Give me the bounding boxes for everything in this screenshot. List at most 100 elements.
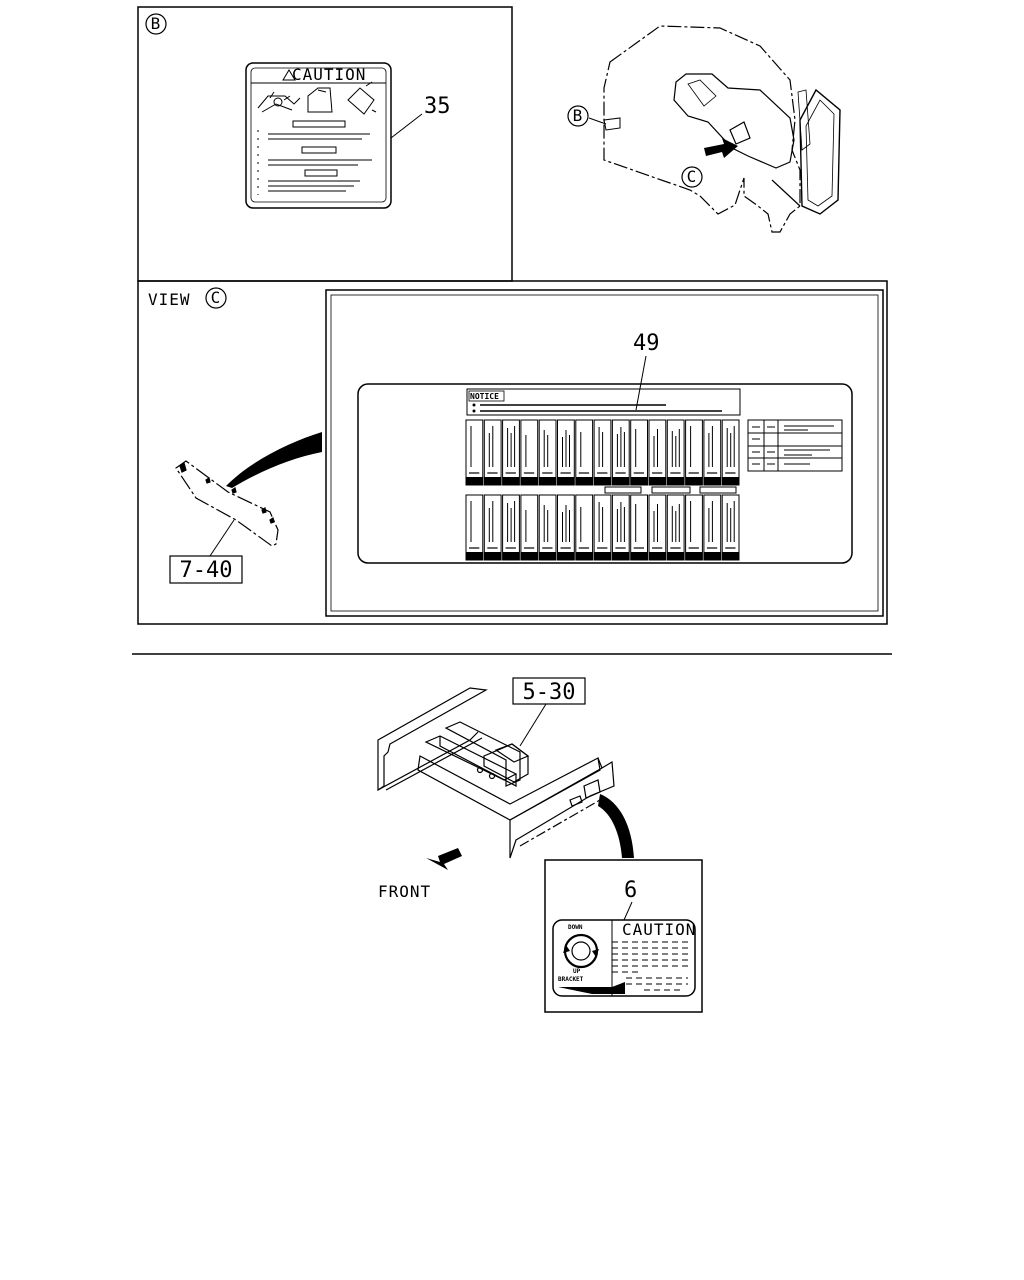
leader-35 <box>390 113 423 139</box>
fuse-number: 25 <box>636 554 642 560</box>
fuse-slot: 7 <box>575 419 594 486</box>
fuse-slot: 10 <box>630 419 649 486</box>
fuse-number: 12 <box>673 479 679 485</box>
fuse-number: 23 <box>599 554 605 560</box>
fuse-row-bottom: 16 17 18 19 20 21 22 23 24 25 26 27 28 29 30 <box>465 494 740 561</box>
caution-35-text-lines <box>257 120 372 195</box>
fuse-number: 2 <box>491 479 494 485</box>
fuse-slot: 24 <box>611 494 630 561</box>
fuse-slot: 15 <box>721 419 740 486</box>
cab-outline-pictogram-icon <box>307 87 333 113</box>
cab-marker-c: C <box>681 166 703 188</box>
chassis-frame-view <box>377 687 615 859</box>
fuse-number: 5 <box>546 479 549 485</box>
bracket-pictogram-icon <box>558 982 625 994</box>
fuse-slot: 26 <box>648 494 667 561</box>
fuse-slot: 28 <box>685 494 703 561</box>
fuse-number: 18 <box>508 554 514 560</box>
fuse-slot: 2 <box>483 419 502 486</box>
part-number-35: 35 <box>424 94 451 119</box>
fuse-number: 3 <box>509 479 512 485</box>
fuse-slot: 18 <box>502 494 520 561</box>
view-c-marker-letter: C <box>211 288 222 307</box>
cab-tilted-pictogram-icon <box>347 81 377 115</box>
fuse-number: 29 <box>709 554 715 560</box>
front-label: FRONT <box>378 882 431 901</box>
leader-49 <box>635 355 647 411</box>
cab-marker-c-letter: C <box>687 167 698 186</box>
fuse-number: 21 <box>563 554 569 560</box>
caution-label-35[interactable]: CAUTION <box>245 62 392 209</box>
ref-box-5-30[interactable]: 5-30 <box>512 677 586 705</box>
fuse-number: 20 <box>545 554 551 560</box>
fuse-number: 24 <box>618 554 624 560</box>
cab-view <box>603 25 841 233</box>
fuse-slot: 13 <box>685 419 703 486</box>
panel-b-marker: B <box>145 13 167 35</box>
fuse-slot: 30 <box>721 494 740 561</box>
rotate-direction-icon <box>563 933 599 969</box>
fuse-number: 14 <box>709 479 715 485</box>
fuse-number: 11 <box>654 479 660 485</box>
fuse-slot: 21 <box>557 494 575 561</box>
fuse-number: 30 <box>728 554 734 560</box>
fuse-number: 8 <box>601 479 604 485</box>
cab-marker-b: B <box>567 105 607 127</box>
fuse-number: 13 <box>691 479 697 485</box>
ref-box-7-40[interactable]: 7-40 <box>169 555 243 584</box>
fuse-slot: 25 <box>630 494 649 561</box>
fuse-number: 6 <box>564 479 567 485</box>
label-6-panel: 6 DOWN UP BRACKET CAUTION <box>544 859 703 1013</box>
fuse-number: 9 <box>619 479 622 485</box>
fuse-slot: 22 <box>575 494 594 561</box>
leader-5-30 <box>519 703 547 747</box>
curved-arrow-icon <box>226 432 322 488</box>
fuse-slot: 11 <box>648 419 667 486</box>
fuse-number: 28 <box>691 554 697 560</box>
label-6-up: UP <box>573 968 581 975</box>
cover-panel-7-40[interactable] <box>175 460 279 547</box>
curved-arrow-to-label-6-icon <box>598 794 634 858</box>
fuse-number: 1 <box>473 479 476 485</box>
fuse-slot: 29 <box>703 494 722 561</box>
warning-triangle-icon <box>282 69 296 81</box>
view-c-title: VIEW <box>148 290 191 309</box>
panel-b: B CAUTION <box>137 6 513 282</box>
fuse-slot: 3 <box>502 419 520 486</box>
fuse-number: 16 <box>471 554 477 560</box>
view-c-marker: C <box>205 287 227 309</box>
fuse-legend-table <box>747 419 843 472</box>
caution-label-6[interactable]: DOWN UP BRACKET CAUTION <box>552 919 696 997</box>
fuse-slot: 6 <box>557 419 575 486</box>
label-6-bracket: BRACKET <box>558 976 584 983</box>
notice-heading: NOTICE <box>470 392 499 401</box>
fuse-slot: 14 <box>703 419 722 486</box>
fuse-number: 10 <box>636 479 642 485</box>
fuse-slot: 20 <box>538 494 557 561</box>
label-6-caution-heading: CAUTION <box>622 920 696 939</box>
fuse-number: 17 <box>490 554 496 560</box>
tilt-cab-pictogram-icon <box>257 91 301 113</box>
fuse-slot: 4 <box>520 419 539 486</box>
fuse-spare-boxes <box>604 486 737 494</box>
fuse-number: 27 <box>673 554 679 560</box>
label-6-text-dashes <box>612 941 688 991</box>
leader-7-40 <box>209 519 235 557</box>
fuse-slot: 16 <box>465 494 484 561</box>
fuse-number: 4 <box>528 479 531 485</box>
part-number-49: 49 <box>633 331 660 356</box>
fuse-number: 26 <box>654 554 660 560</box>
ref-7-40-text: 7-40 <box>180 558 233 583</box>
fuse-slot: 8 <box>593 419 612 486</box>
panel-b-marker-letter: B <box>151 14 162 33</box>
fuse-slot: 17 <box>483 494 502 561</box>
fuse-slot: 5 <box>538 419 557 486</box>
fuse-number: 22 <box>581 554 587 560</box>
fuse-slot: 19 <box>520 494 539 561</box>
front-arrow-icon <box>426 848 462 870</box>
fuse-slot: 12 <box>666 419 685 486</box>
